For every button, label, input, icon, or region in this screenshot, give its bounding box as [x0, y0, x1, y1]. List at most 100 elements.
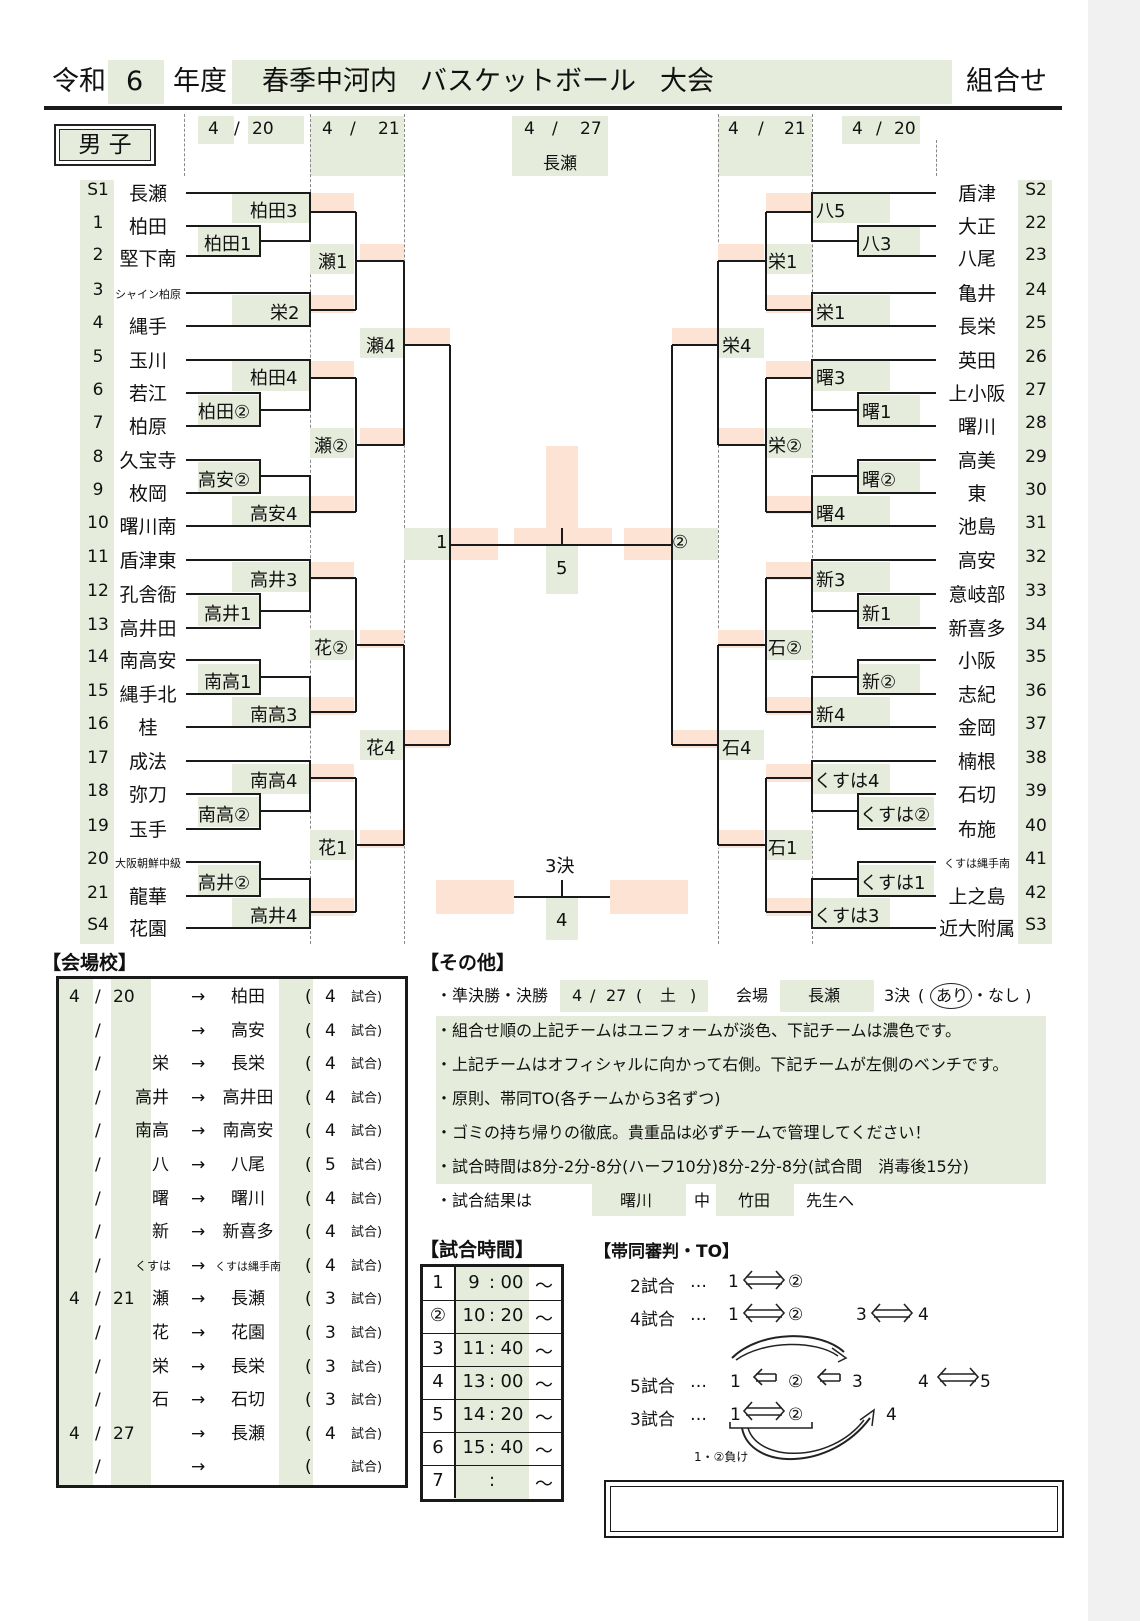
match-label: 花1 [318, 838, 348, 859]
match-label: 高井4 [250, 906, 298, 927]
venue-school: くすは縄手南 [215, 1259, 281, 1273]
match-label: 栄4 [722, 336, 752, 357]
result-suffix: 先生へ [806, 1191, 855, 1210]
venue-suffix: 試合) [351, 1225, 383, 1241]
match-label: 八3 [862, 234, 892, 255]
match-label: くすは1 [860, 873, 926, 894]
circled-yes [930, 983, 972, 1009]
venue-code: 石 [152, 1390, 169, 1411]
team-seed: 2 [92, 245, 104, 265]
schedule-tilde: ～ [535, 1375, 553, 1396]
team-seed: 19 [87, 816, 109, 836]
venue-day: 20 [113, 987, 135, 1007]
schedule-title: 【試合時間】 [420, 1239, 535, 1261]
third-place-number: 4 [556, 910, 568, 931]
team-name: 成法 [128, 751, 167, 773]
team-name: シャイン柏原 [115, 288, 181, 301]
team-name: 堅下南 [119, 248, 177, 270]
team-seed: 31 [1025, 513, 1047, 533]
schedule-tilde: ～ [535, 1441, 553, 1462]
venue-slash: / [95, 1188, 101, 1209]
venue-suffix: 試合) [351, 990, 383, 1005]
team-seed: 9 [92, 480, 104, 500]
note-1: ・組合せ順の上記チームはユニフォームが淡色、下記チームは濃色です。 [436, 1021, 961, 1040]
team-seed: 3 [92, 280, 104, 300]
team-seed: 12 [87, 581, 109, 601]
venue-suffix: 試合) [351, 1326, 383, 1341]
team-seed: 24 [1025, 280, 1047, 300]
match-label: 曙3 [816, 368, 846, 389]
center-slash: / [552, 119, 558, 139]
match-label: 南高4 [250, 771, 298, 792]
left-r2-slash: / [350, 119, 356, 139]
team-seed: S2 [1025, 180, 1047, 200]
venue-slash: / [95, 1423, 101, 1444]
page-edge [1088, 0, 1140, 1621]
team-seed: 42 [1025, 883, 1047, 903]
venue-suffix: 試合) [351, 1191, 383, 1207]
team-name: 南高安 [119, 650, 177, 672]
team-seed: 37 [1025, 714, 1047, 734]
division-label: 男 子 [59, 129, 151, 161]
team-name: 楠根 [957, 751, 996, 773]
ref-n4: 4 [918, 1372, 929, 1392]
venue-count: 4 [325, 1054, 336, 1075]
year-field-bg [108, 60, 164, 104]
era: 令和 [52, 66, 106, 97]
team-name: 玉手 [128, 819, 167, 841]
referee-arrows [729, 1270, 980, 1460]
venue-month: 4 [69, 987, 80, 1007]
team-seed: 10 [87, 513, 109, 533]
team-name: 東 [967, 483, 987, 505]
event-type: 大会 [660, 66, 714, 97]
match-label: 石1 [768, 838, 798, 859]
semi-day: 27 [606, 986, 627, 1005]
team-name: 高井田 [119, 618, 177, 640]
venue-suffix: 試合) [351, 1426, 383, 1442]
venue-arrow: → [191, 1087, 206, 1108]
team-name: 曙川南 [119, 516, 177, 538]
team-name: 久宝寺 [119, 450, 177, 472]
venue-slash: / [95, 987, 101, 1007]
schedule-hour: 9 [468, 1272, 480, 1293]
schedule-tilde: ～ [535, 1342, 553, 1363]
team-seed: 14 [87, 647, 109, 667]
venue-paren: ( [305, 1188, 312, 1209]
team-name: 柏原 [128, 416, 167, 438]
match-label: 南高② [198, 805, 251, 826]
match-label: 栄1 [768, 252, 798, 273]
left-r1-slash: / [234, 119, 240, 139]
venue-school: 曙川 [231, 1188, 265, 1209]
venue-suffix: 試合) [351, 1057, 383, 1073]
team-seed: 35 [1025, 647, 1047, 667]
venue-count: 3 [325, 1390, 336, 1411]
team-seed: 21 [87, 883, 109, 903]
right-r1-slash: / [876, 119, 882, 139]
result-school: 曙川 [620, 1191, 653, 1210]
venue-paren: ( [305, 1121, 312, 1142]
team-seed: 22 [1025, 213, 1047, 233]
venue-suffix: 試合) [351, 1090, 383, 1106]
schedule-colon: : [488, 1404, 496, 1425]
note-5: ・試合時間は8分-2分-8分(ハーフ10分)8分-2分-8分(試合間 消毒後15… [436, 1157, 969, 1176]
venue-arrow: → [191, 1390, 206, 1411]
match-label: 柏田1 [204, 234, 252, 255]
team-name: 高安 [957, 550, 996, 572]
venue-arrow: → [191, 1323, 206, 1343]
semi-month: 4 [572, 986, 583, 1005]
match-label: 曙② [862, 470, 897, 491]
team-seed: 32 [1025, 547, 1047, 567]
venue-count: 5 [325, 1155, 336, 1175]
venue-code: 栄 [152, 1054, 169, 1075]
center-month: 4 [524, 119, 535, 139]
venue-code: 瀬 [152, 1289, 169, 1310]
third-no: なし ) [988, 986, 1032, 1005]
ref-dots: … [690, 1405, 707, 1425]
